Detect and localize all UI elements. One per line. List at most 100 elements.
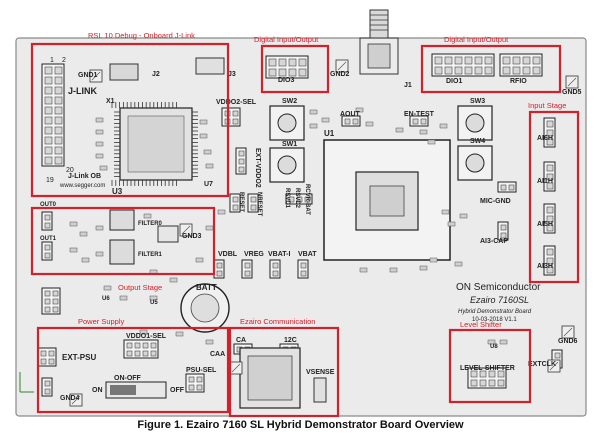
label-rcvr-bat: RCVR-BAT: [304, 184, 310, 215]
label-on-off: ON-OFF: [114, 375, 142, 382]
label-reset: RESET: [238, 192, 244, 212]
label-12c: 12C: [284, 337, 297, 344]
label-rsvd1: RSVD1: [284, 188, 290, 209]
label-on: ON: [92, 387, 103, 394]
level-shifter-header: [467, 367, 507, 389]
filter1-component: [109, 239, 135, 265]
label-j2: J2: [152, 71, 160, 78]
psu-sel-header: [185, 373, 205, 393]
label-dio3: DIO3: [278, 77, 294, 84]
nreset-header: [247, 193, 259, 213]
gnd3-pad: [157, 225, 179, 243]
label-u1: U1: [324, 129, 335, 138]
figure-caption: Figure 1. Ezairo 7160 SL Hybrid Demonstr…: [137, 419, 464, 431]
out1-header: [41, 241, 53, 261]
battery-holder: [180, 283, 230, 333]
ext-vddo2-header: [235, 147, 247, 175]
label-ai3h: AI3H: [537, 263, 553, 270]
label-u7: U7: [204, 181, 213, 188]
mic-gnd-header: [497, 181, 517, 193]
dio1-header: [431, 53, 495, 77]
label-sw4: SW4: [470, 138, 485, 145]
label-sw1: SW1: [282, 141, 297, 148]
vddo1-sel-header: [123, 339, 159, 359]
switch-sw3: [457, 105, 493, 141]
switch-sw1: [269, 147, 305, 183]
label-ca: CA: [236, 337, 246, 344]
label-u3: U3: [112, 187, 123, 196]
label-mic-gnd: MIC-GND: [480, 198, 511, 205]
vdbl-header: [213, 259, 225, 279]
label-on-semi: ON Semiconductor: [456, 282, 541, 293]
region-title-level-shifter: Level Shifter: [460, 320, 502, 329]
label-out0: OUT0: [40, 202, 57, 208]
label-gnd4: GND4: [60, 395, 80, 402]
label-gnd5: GND5: [562, 89, 582, 96]
label-u5: U5: [150, 300, 158, 306]
label-gnd6: GND6: [558, 338, 578, 345]
label-j1: J1: [404, 82, 412, 89]
label-batt: BATT: [196, 283, 217, 292]
label-ext-psu: EXT-PSU: [62, 353, 96, 362]
region-title-dio-left: Digital Input/Output: [254, 35, 319, 44]
ai3h-header: [543, 245, 556, 276]
label-jlink-ob: J-Link OB: [68, 173, 101, 180]
region-title-dio-right: Digital Input/Output: [444, 35, 509, 44]
label-ezairo-7160sl: Ezairo 7160SL: [470, 295, 529, 305]
label-nreset: NRESET: [256, 192, 262, 217]
label-gnd1: GND1: [78, 72, 98, 79]
label-rfio: RFIO: [510, 78, 527, 85]
switch-sw2: [269, 105, 305, 141]
vbat-i-header: [269, 259, 281, 279]
jlink-20pin-header: [41, 63, 65, 167]
label-aout: AOUT: [340, 111, 361, 118]
region-box-power-supply: [36, 326, 230, 414]
label-ai5h: AI5H: [537, 221, 553, 228]
label-sw3: SW3: [470, 98, 485, 105]
region-box-output-stage: [30, 206, 216, 276]
ai3-cap-header: [497, 221, 509, 241]
qfp-microcontroller: [119, 107, 193, 181]
label-x1: X1: [106, 98, 115, 105]
label-dio1: DIO1: [446, 78, 462, 85]
qfp-pins: [111, 102, 198, 186]
sma-connector: [359, 9, 399, 75]
label-off: OFF: [170, 387, 185, 394]
ai5h-header: [543, 203, 556, 234]
smd-components: [69, 107, 508, 345]
rfio-header: [499, 53, 543, 77]
j3-header: [195, 57, 225, 75]
region-title-ezairo-comm: Ezairo Communication: [240, 317, 315, 326]
en-test-header: [409, 115, 429, 127]
label-caa: CAA: [210, 351, 225, 358]
reset-header: [229, 193, 241, 213]
region-box-rsl10-debug: [30, 42, 230, 198]
ext-psu-header: [37, 347, 57, 367]
label-vdbl: VDBL: [218, 251, 238, 258]
label-ai3-cap: AI3-CAP: [480, 238, 508, 245]
region-title-output-stage: Output Stage: [118, 283, 162, 292]
label-en-test: EN-TEST: [404, 111, 435, 118]
label-ai1h: AI1H: [537, 178, 553, 185]
vreg-header: [241, 259, 253, 279]
label-extclk: EXTCLK: [528, 361, 556, 368]
power-selector-header: [41, 287, 61, 315]
label-pin2: 2: [62, 57, 66, 64]
label-vsense: VSENSE: [306, 369, 335, 376]
region-title-rsl10-debug: RSL 10 Debug - Onboard J-Link: [88, 31, 195, 40]
comm-connector: [239, 347, 301, 409]
vsense-header: [313, 377, 327, 403]
out0-header: [41, 211, 53, 231]
test-pads: [69, 59, 579, 407]
switch-sw4: [457, 145, 493, 181]
ai1h-header: [543, 161, 556, 192]
label-j-link: J-LINK: [68, 86, 98, 96]
axis-marker-icon: [19, 372, 34, 393]
label-vddo2-sel: VDDO2-SEL: [216, 99, 257, 106]
label-u6: U6: [102, 296, 110, 302]
label-segger: www.segger.com: [59, 183, 105, 189]
vddo2-sel-header: [221, 107, 241, 127]
label-u8: U8: [490, 344, 498, 350]
region-box-level-shifter: [448, 328, 532, 404]
label-out1: OUT1: [40, 236, 57, 242]
